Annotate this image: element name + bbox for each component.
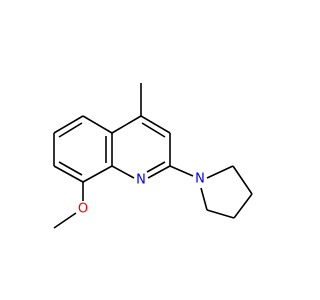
bond-c2-pyrrolidine-n (169, 165, 194, 177)
bond-c5-c6 (53, 115, 84, 134)
bond-pyrrolidine-cd-n (200, 187, 208, 211)
bond-c5-c6-inner (58, 122, 83, 138)
bond-c8-c8a (82, 165, 113, 183)
bond-pyrrolidine-n-ca (206, 165, 234, 179)
bond-pyrrolidine-cc-cd (206, 209, 235, 219)
atom-label-pyrrolidine-nitrogen: N (195, 172, 205, 187)
bond-c4a-c4 (111, 115, 142, 134)
bond-c7-c8 (53, 165, 84, 183)
bond-c4a-c5 (82, 115, 113, 134)
bond-pyrrolidine-ca-cb (232, 165, 253, 195)
bond-c2-n1 (147, 165, 171, 179)
molecule-structure-diagram: N N O (53, 83, 253, 229)
bond-oxygen-methyl (53, 212, 77, 229)
atom-label-ring-nitrogen: N (136, 173, 146, 188)
bond-c4-c3 (140, 115, 171, 134)
bond-n1-c8a (111, 165, 135, 179)
bond-pyrrolidine-cb-cc (233, 193, 253, 219)
bond-c2-n1-inner (146, 161, 166, 173)
bond-c7-c8-inner (58, 161, 83, 176)
bond-c4-c3-inner (141, 122, 166, 138)
atom-label-methoxy-oxygen: O (78, 202, 88, 217)
